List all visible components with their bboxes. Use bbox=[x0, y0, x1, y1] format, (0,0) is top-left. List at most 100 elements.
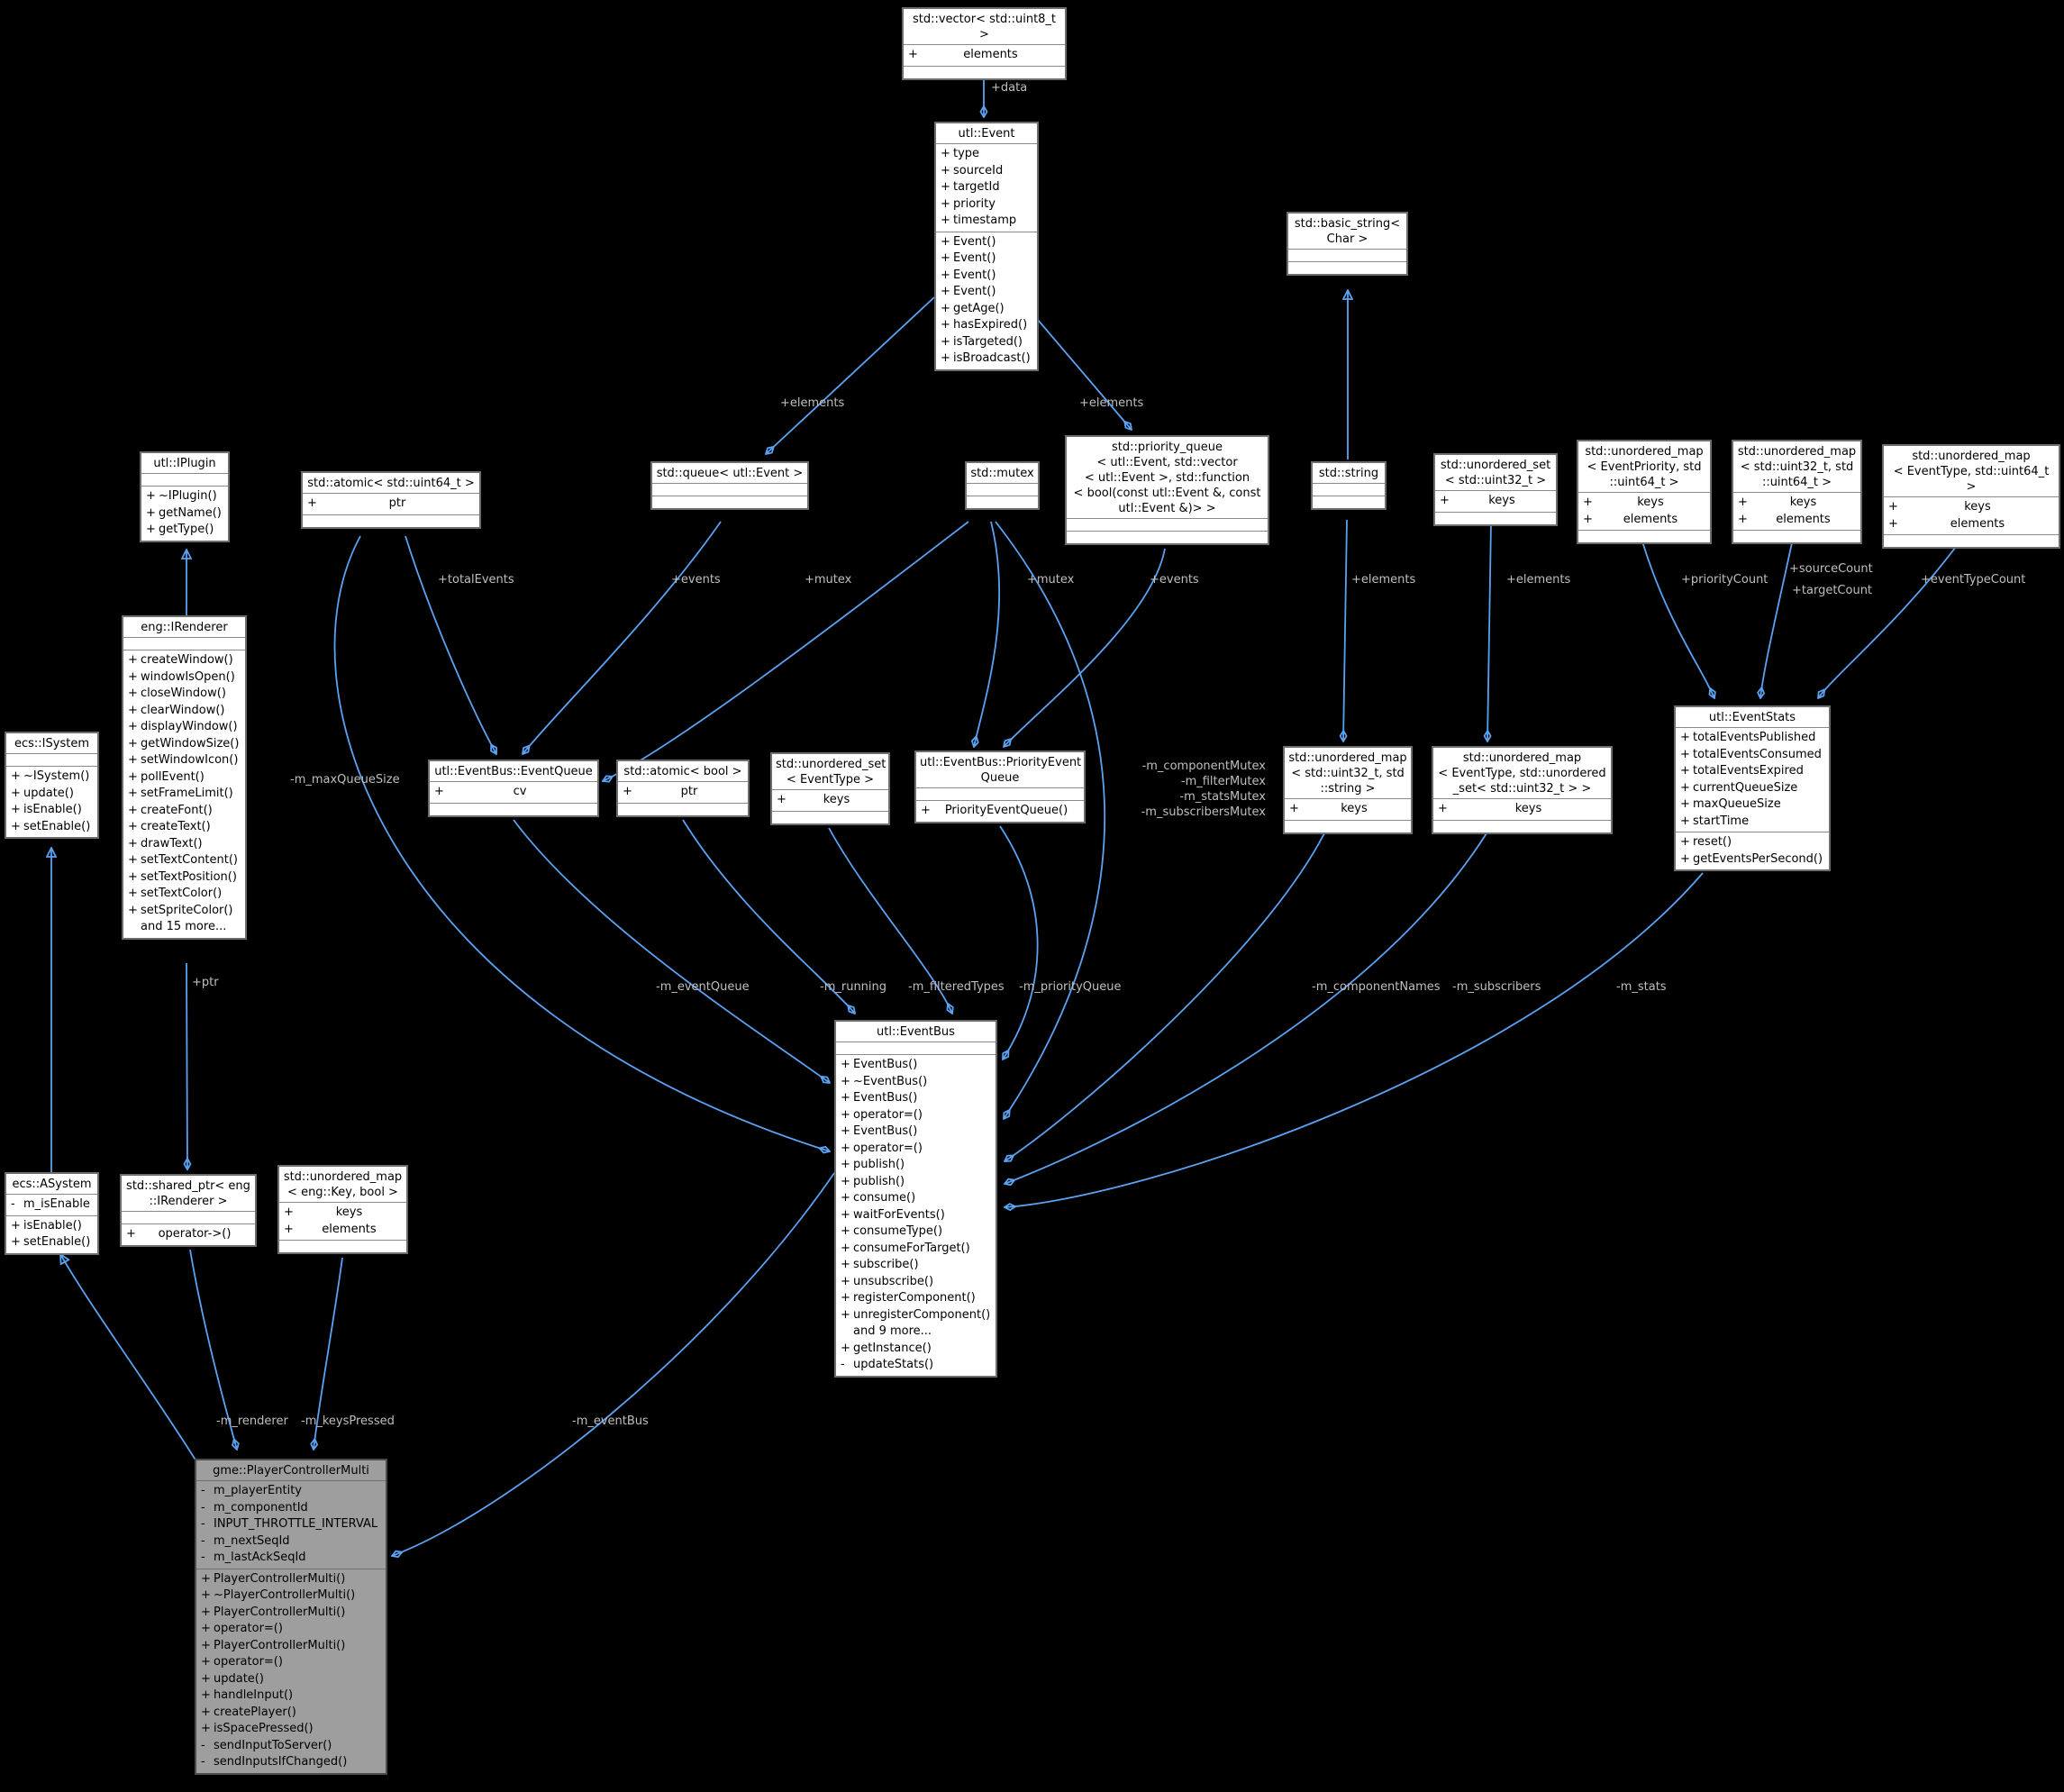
member-row: +displayWindow() bbox=[128, 720, 238, 733]
edge-m-renderer bbox=[189, 1249, 237, 1450]
class-section: +~ISystem()+update()+isEnable()+setEnabl… bbox=[6, 766, 97, 837]
class-eventstats[interactable]: utl::EventStats+totalEventsPublished+tot… bbox=[1674, 705, 1831, 871]
member-row: +elements bbox=[1738, 512, 1831, 526]
class-uset-uint32[interactable]: std::unordered_set < std::uint32_t >+key… bbox=[1433, 453, 1558, 526]
class-section bbox=[123, 637, 245, 650]
member-row: +createWindow() bbox=[128, 653, 233, 667]
member-row: +getEventsPerSecond() bbox=[1680, 851, 1823, 866]
member-row: +isTargeted() bbox=[941, 334, 1023, 349]
member-row: -m_playerEntity bbox=[201, 1484, 302, 1497]
class-umap-uint32-uint64[interactable]: std::unordered_map < std::uint32_t, std … bbox=[1732, 440, 1862, 544]
member-row: +keys bbox=[1583, 496, 1664, 509]
class-section bbox=[967, 483, 1038, 496]
class-section: +keys+elements bbox=[1733, 492, 1860, 530]
class-atomic-uint64[interactable]: std::atomic< std::uint64_t >+ptr bbox=[301, 471, 481, 529]
class-section bbox=[1313, 496, 1385, 508]
member-row: +setSpriteColor() bbox=[128, 903, 233, 917]
member-row: -sendInputsIfChanged() bbox=[201, 1755, 348, 1769]
class-umap-eventtype-uset[interactable]: std::unordered_map < EventType, std::uno… bbox=[1432, 746, 1613, 834]
class-eventbus-eventqueue[interactable]: utl::EventBus::EventQueue+cv bbox=[428, 760, 599, 817]
edge-string-elements bbox=[1343, 519, 1348, 741]
class-event[interactable]: utl::Event+type+sourceId+targetId+priori… bbox=[934, 122, 1039, 371]
member-row: +timestamp bbox=[941, 214, 1017, 227]
member-row: +operator=() bbox=[841, 1141, 923, 1155]
class-playercontrollermulti[interactable]: gme::PlayerControllerMulti-m_playerEntit… bbox=[195, 1459, 387, 1775]
class-section: +keys bbox=[1285, 798, 1411, 820]
class-section bbox=[916, 787, 1084, 800]
class-title: std::unordered_map < std::uint32_t, std … bbox=[1288, 751, 1407, 796]
class-vector-uint8[interactable]: std::vector< std::uint8_t >+elements bbox=[902, 7, 1067, 80]
class-uset-eventtype[interactable]: std::unordered_set < EventType >+keys bbox=[770, 752, 890, 825]
member-row: +~IPlugin() bbox=[146, 489, 217, 503]
member-row: +getWindowSize() bbox=[128, 736, 240, 750]
member-row: +createPlayer() bbox=[201, 1705, 296, 1719]
edge-pcm-asystem bbox=[60, 1254, 197, 1462]
member-row: +consumeType() bbox=[841, 1224, 943, 1238]
class-title: eng::IRenderer bbox=[141, 621, 228, 634]
class-irenderer[interactable]: eng::IRenderer+createWindow()+windowIsOp… bbox=[122, 615, 247, 940]
class-title: utl::EventBus::PriorityEvent Queue bbox=[920, 756, 1082, 785]
class-umap-eventtype-uint64[interactable]: std::unordered_map < EventType, std::uin… bbox=[1882, 444, 2060, 549]
member-row: +currentQueueSize bbox=[1680, 780, 1798, 795]
member-row: +PlayerControllerMulti() bbox=[201, 1605, 346, 1619]
class-string[interactable]: std::string bbox=[1311, 461, 1387, 510]
member-row: +elements bbox=[284, 1222, 377, 1236]
class-title: std::basic_string< Char > bbox=[1294, 217, 1401, 246]
class-title: std::atomic< std::uint64_t > bbox=[307, 477, 475, 490]
class-title: ecs::ASystem bbox=[12, 1178, 92, 1191]
member-row: +reset() bbox=[1680, 835, 1732, 849]
class-asystem[interactable]: ecs::ASystem-m_isEnable+isEnable()+setEn… bbox=[5, 1172, 99, 1255]
class-title: std::unordered_map < EventPriority, std … bbox=[1585, 445, 1704, 489]
class-title: std::unordered_map < std::uint32_t, std … bbox=[1737, 445, 1857, 489]
member-row: +ptr bbox=[307, 496, 406, 510]
class-mutex[interactable]: std::mutex bbox=[965, 461, 1040, 510]
member-row: +elements bbox=[908, 48, 1018, 61]
member-row: +publish() bbox=[841, 1174, 905, 1188]
class-section bbox=[1288, 249, 1406, 261]
member-row: +cv bbox=[434, 785, 527, 798]
member-row: +subscribe() bbox=[841, 1258, 919, 1271]
class-queue-event[interactable]: std::queue< utl::Event > bbox=[650, 461, 809, 510]
class-umap-key-bool[interactable]: std::unordered_map < eng::Key, bool >+ke… bbox=[277, 1165, 408, 1254]
class-basic-string[interactable]: std::basic_string< Char > bbox=[1287, 212, 1408, 276]
member-row: +unsubscribe() bbox=[841, 1274, 934, 1288]
class-iplugin[interactable]: utl::IPlugin+~IPlugin()+getName()+getTyp… bbox=[140, 451, 230, 542]
class-atomic-bool[interactable]: std::atomic< bool >+ptr bbox=[616, 760, 750, 817]
class-section bbox=[1578, 530, 1710, 542]
class-title: utl::EventBus bbox=[877, 1025, 955, 1039]
class-section: +elements bbox=[904, 44, 1065, 66]
class-section bbox=[141, 473, 228, 486]
class-section bbox=[967, 496, 1038, 508]
member-row: +drawText() bbox=[128, 836, 203, 851]
class-section bbox=[430, 802, 597, 815]
class-section: +createWindow()+windowIsOpen()+closeWind… bbox=[123, 650, 245, 938]
member-row: +elements bbox=[1888, 516, 2005, 531]
class-umap-priority-uint64[interactable]: std::unordered_map < EventPriority, std … bbox=[1577, 440, 1712, 544]
class-umap-uint32-string[interactable]: std::unordered_map < std::uint32_t, std … bbox=[1283, 746, 1413, 834]
class-section bbox=[1313, 483, 1385, 496]
member-row: -updateStats() bbox=[841, 1358, 934, 1371]
class-title: std::priority_queue < utl::Event, std::v… bbox=[1073, 441, 1261, 515]
class-section: +PriorityEventQueue() bbox=[916, 800, 1084, 822]
class-priority-queue[interactable]: std::priority_queue < utl::Event, std::v… bbox=[1065, 435, 1269, 545]
class-eventbus[interactable]: utl::EventBus+EventBus()+~EventBus()+Eve… bbox=[834, 1020, 997, 1378]
member-row: +waitForEvents() bbox=[841, 1207, 945, 1222]
class-shared-ptr-irenderer[interactable]: std::shared_ptr< eng ::IRenderer >+opera… bbox=[120, 1174, 257, 1247]
member-row: +keys bbox=[284, 1205, 363, 1219]
member-row: +EventBus() bbox=[841, 1124, 918, 1138]
member-row: +isEnable() bbox=[11, 1218, 82, 1233]
class-section bbox=[1433, 819, 1611, 832]
class-isystem[interactable]: ecs::ISystem+~ISystem()+update()+isEnabl… bbox=[5, 732, 99, 839]
class-title: std::unordered_map < EventType, std::uin… bbox=[1893, 450, 2050, 494]
edge-m-eventbus bbox=[392, 1172, 835, 1556]
member-row: +operator=() bbox=[201, 1655, 283, 1669]
member-row: -INPUT_THROTTLE_INTERVAL bbox=[201, 1517, 378, 1531]
class-section bbox=[1884, 534, 2059, 547]
class-section bbox=[618, 802, 748, 815]
class-eventbus-priorityeventqueue[interactable]: utl::EventBus::PriorityEvent Queue+Prior… bbox=[914, 750, 1086, 823]
class-section bbox=[1067, 518, 1268, 531]
class-section: +keys bbox=[1433, 798, 1611, 820]
member-row: +Event() bbox=[941, 268, 996, 282]
member-row: +setTextContent() bbox=[128, 853, 239, 867]
